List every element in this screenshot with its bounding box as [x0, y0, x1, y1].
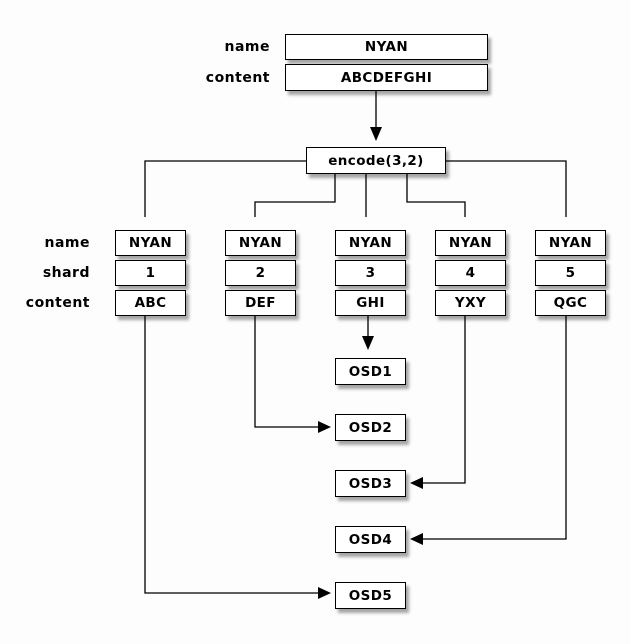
shard-5-content-box: QGC	[535, 290, 606, 316]
object-content-label: content	[205, 69, 270, 86]
osd-3-box: OSD3	[335, 470, 406, 497]
osd-4-box: OSD4	[335, 526, 406, 553]
object-name-value-box: NYAN	[285, 34, 488, 60]
shard-4-content-box: YXY	[435, 290, 506, 316]
shard-1-number-box: 1	[115, 260, 186, 286]
osd-1-box: OSD1	[335, 358, 406, 385]
object-content-value-box: ABCDEFGHI	[285, 64, 488, 91]
shard-2-content-box: DEF	[225, 290, 296, 316]
edge-encode-to-shard-1	[144, 160, 306, 217]
shard-3-name-box: NYAN	[335, 230, 406, 256]
arrow-object-to-encode	[370, 91, 382, 141]
arrow-shard-5-to-osd-4	[410, 316, 567, 545]
edge-encode-to-shard-5	[446, 160, 567, 217]
arrow-shard-4-to-osd-3	[410, 316, 466, 489]
shard-row-label-name: name	[44, 235, 90, 251]
arrow-shard-1-to-osd-5	[144, 316, 331, 599]
shard-2-number-box: 2	[225, 260, 296, 286]
encode-function-box: encode(3,2)	[306, 147, 446, 174]
shard-2-name-box: NYAN	[225, 230, 296, 256]
shard-4-name-box: NYAN	[435, 230, 506, 256]
edge-encode-to-shard-4	[406, 174, 466, 217]
shard-4-number-box: 4	[435, 260, 506, 286]
shard-5-number-box: 5	[535, 260, 606, 286]
osd-5-box: OSD5	[335, 582, 406, 609]
osd-2-box: OSD2	[335, 414, 406, 441]
shard-5-name-box: NYAN	[535, 230, 606, 256]
shard-3-content-box: GHI	[335, 290, 406, 316]
arrow-shard-2-to-osd-2	[254, 316, 331, 433]
shard-3-number-box: 3	[335, 260, 406, 286]
arrow-shard-3-to-osd-1	[362, 316, 374, 350]
shard-row-label-content: content	[25, 295, 90, 311]
shard-1-content-box: ABC	[115, 290, 186, 316]
shard-1-name-box: NYAN	[115, 230, 186, 256]
object-name-label: name	[224, 39, 270, 55]
edge-encode-to-shard-2	[254, 174, 336, 217]
shard-row-label-shard: shard	[42, 265, 90, 281]
